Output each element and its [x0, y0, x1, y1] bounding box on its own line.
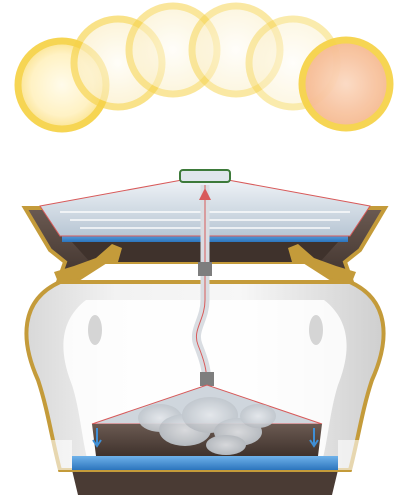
lower-water	[72, 456, 338, 470]
foot-left	[40, 440, 72, 470]
pipe-joint-bottom	[200, 372, 214, 386]
sun-path	[18, 6, 390, 129]
vent-right	[309, 315, 323, 345]
pipe-joint-top	[198, 262, 212, 276]
foot-right	[338, 440, 372, 470]
sun-6	[302, 40, 390, 128]
vessel-base	[72, 470, 338, 495]
lid-cap	[180, 170, 230, 182]
vent-left	[88, 315, 102, 345]
